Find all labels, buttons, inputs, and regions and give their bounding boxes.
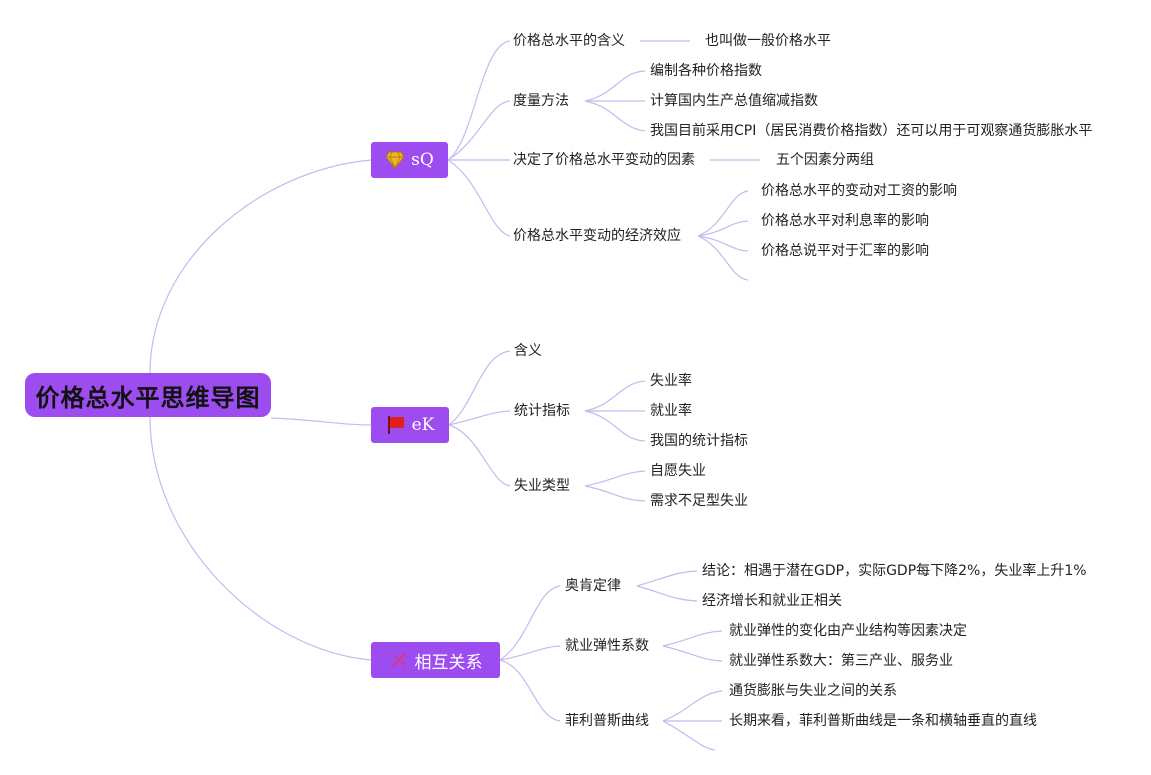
topic-node[interactable]: 决定了价格总水平变动的因素	[513, 152, 695, 168]
branch-label: sQ	[411, 150, 434, 170]
leaf-node[interactable]: 经济增长和就业正相关	[702, 593, 842, 609]
leaf-node[interactable]: 我国的统计指标	[650, 433, 748, 449]
branch-label: eK	[411, 415, 435, 435]
topic-node[interactable]: 菲利普斯曲线	[565, 713, 649, 729]
branch-node-sq[interactable]: sQ	[371, 142, 448, 178]
leaf-node[interactable]: 通货膨胀与失业之间的关系	[729, 683, 897, 699]
root-node[interactable]: 价格总水平思维导图	[25, 373, 271, 417]
leaf-node[interactable]: 就业弹性系数大：第三产业、服务业	[729, 653, 953, 669]
topic-node[interactable]: 失业类型	[514, 478, 570, 494]
diamond-icon	[385, 150, 405, 170]
leaf-node[interactable]: 也叫做一般价格水平	[705, 33, 831, 49]
leaf-node[interactable]: 价格总水平对利息率的影响	[761, 213, 929, 229]
leaf-node[interactable]: 计算国内生产总值缩减指数	[650, 93, 818, 109]
topic-node[interactable]: 价格总水平变动的经济效应	[513, 228, 681, 244]
leaf-node[interactable]: 结论：相遇于潜在GDP，实际GDP每下降2%，失业率上升1%	[702, 563, 1087, 579]
sparkle-icon	[389, 650, 409, 670]
leaf-node[interactable]: 失业率	[650, 373, 692, 389]
topic-node[interactable]: 统计指标	[514, 403, 570, 419]
leaf-node[interactable]: 长期来看，菲利普斯曲线是一条和横轴垂直的直线	[729, 713, 1037, 729]
leaf-node[interactable]: 自愿失业	[650, 463, 706, 479]
red-flag-icon	[386, 415, 406, 435]
leaf-node[interactable]: 需求不足型失业	[650, 493, 748, 509]
topic-node[interactable]: 价格总水平的含义	[513, 33, 625, 49]
leaf-node[interactable]: 价格总水平的变动对工资的影响	[761, 183, 957, 199]
branch-node-relationship[interactable]: 相互关系	[371, 642, 500, 678]
branch-node-ek[interactable]: eK	[371, 407, 449, 443]
branch-label: 相互关系	[414, 652, 483, 673]
topic-node[interactable]: 奥肯定律	[565, 578, 621, 594]
leaf-node[interactable]: 我国目前采用CPI（居民消费价格指数）还可以用于可观察通货膨胀水平	[650, 123, 1093, 139]
leaf-node[interactable]: 五个因素分两组	[776, 152, 874, 168]
topic-node[interactable]: 就业弹性系数	[565, 638, 649, 654]
leaf-node[interactable]: 编制各种价格指数	[650, 63, 762, 79]
leaf-node[interactable]: 就业弹性的变化由产业结构等因素决定	[729, 623, 967, 639]
leaf-node[interactable]: 就业率	[650, 403, 692, 419]
root-title: 价格总水平思维导图	[35, 383, 261, 412]
leaf-node[interactable]: 价格总说平对于汇率的影响	[761, 243, 929, 259]
topic-node[interactable]: 度量方法	[513, 93, 569, 109]
topic-node[interactable]: 含义	[514, 343, 542, 359]
